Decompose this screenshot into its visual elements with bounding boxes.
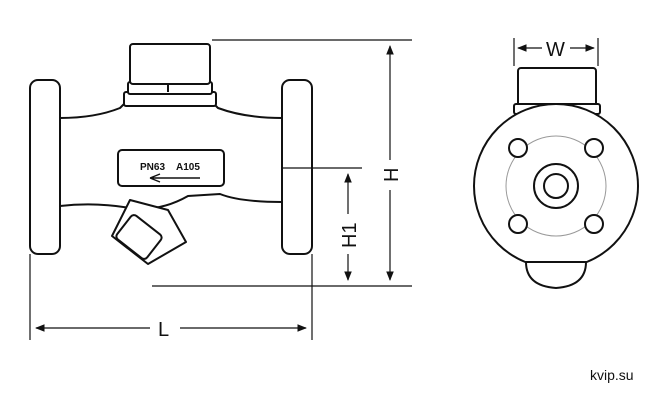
bolt-hole-bl <box>508 214 528 234</box>
length-label: L <box>158 319 169 341</box>
bolt-hole-tl <box>508 138 528 158</box>
right-flange <box>281 79 313 255</box>
watermark: kvip.su <box>590 367 634 383</box>
bore-inner <box>543 173 569 199</box>
side-view <box>29 43 313 265</box>
front-plug <box>524 261 588 290</box>
strainer-plug <box>115 214 163 260</box>
flow-arrow-icon <box>149 173 200 183</box>
cap-top <box>129 43 211 85</box>
left-flange <box>29 79 61 255</box>
width-label: W <box>546 39 565 61</box>
height-label: H <box>381 168 403 182</box>
front-view <box>473 67 639 290</box>
height-center-label: H1 <box>339 222 361 248</box>
nameplate-pressure: PN63 <box>140 162 165 173</box>
nameplate-material: A105 <box>176 162 200 173</box>
nameplate <box>117 149 225 187</box>
bolt-hole-br <box>584 214 604 234</box>
bolt-hole-tr <box>584 138 604 158</box>
